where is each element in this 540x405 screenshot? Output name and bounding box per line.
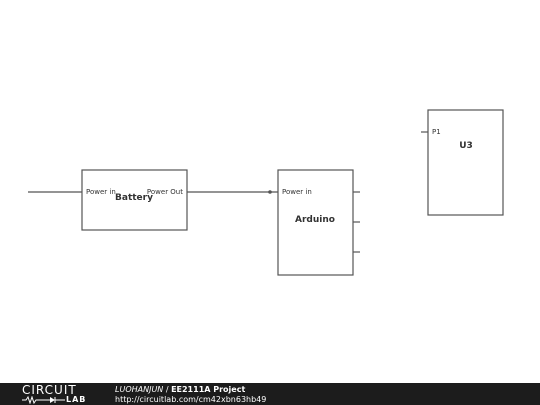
u3-block[interactable]: U3 P1 — [421, 109, 504, 216]
u3-pin-p1: P1 — [432, 128, 441, 136]
logo-wordmark-top: CIRCUIT — [22, 383, 77, 397]
project-info: LUOHANJUN / EE2111A Project http://circu… — [115, 385, 266, 405]
battery-block[interactable]: Battery Power in Power Out — [81, 169, 188, 231]
logo-wordmark-bottom: LAB — [66, 395, 87, 404]
author-name[interactable]: LUOHANJUN — [115, 385, 164, 394]
schematic-canvas[interactable]: Battery Power in Power Out Arduino Power… — [0, 0, 540, 383]
project-url-link[interactable]: http://circuitlab.com/cm42xbn63hb49 — [115, 395, 267, 404]
wire-junction-dot — [268, 190, 272, 194]
u3-title: U3 — [459, 141, 473, 151]
battery-pin-power-in: Power in — [86, 188, 116, 196]
battery-title: Battery — [115, 193, 153, 203]
arduino-block[interactable]: Arduino Power in — [277, 169, 360, 276]
project-title[interactable]: EE2111A Project — [171, 385, 246, 394]
circuitlab-logo[interactable]: CIRCUIT LAB — [22, 384, 96, 404]
footer-bar: CIRCUIT LAB LUOHANJUN / EE2111A Project … — [0, 383, 540, 405]
breadcrumb-separator: / — [163, 385, 172, 394]
diode-symbol-icon — [22, 396, 65, 404]
battery-pin-power-out: Power Out — [147, 188, 183, 196]
arduino-pin-power-in: Power in — [282, 188, 312, 196]
arduino-title: Arduino — [295, 215, 335, 225]
